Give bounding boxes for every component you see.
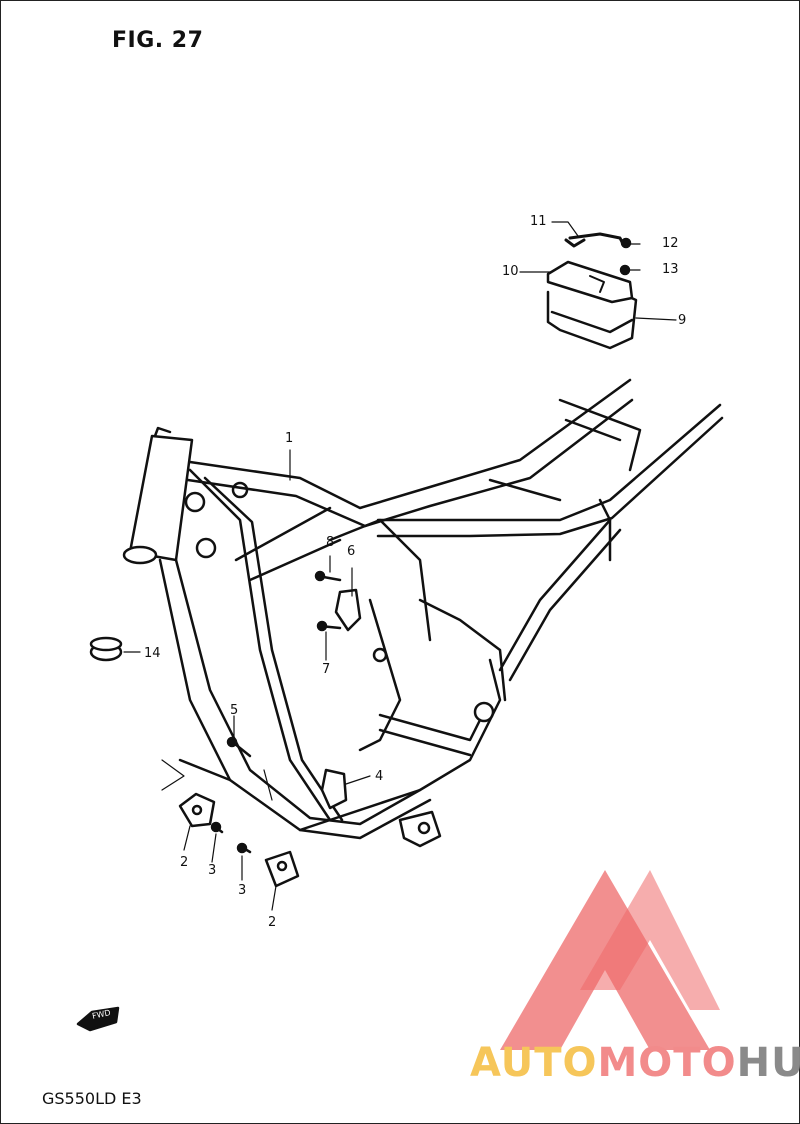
- loose-parts: [89, 570, 362, 888]
- callout-3-left: 3: [208, 863, 217, 878]
- fwd-arrow-icon: [76, 1006, 120, 1032]
- battery-case-inner: [550, 310, 634, 334]
- callout-7: 7: [322, 662, 331, 677]
- callout-2-right: 2: [268, 915, 277, 930]
- callout-1: 1: [285, 431, 294, 446]
- main-frame: [122, 378, 724, 848]
- battery-case: [546, 290, 638, 350]
- callout-10: 10: [502, 264, 519, 279]
- bracket-4: [320, 768, 348, 810]
- callout-5: 5: [230, 703, 239, 718]
- callout-2-left: 2: [180, 855, 189, 870]
- battery-cover: [546, 260, 634, 304]
- battery-holder-assembly: [546, 232, 638, 350]
- watermark-hub: HUB: [736, 1040, 800, 1086]
- callout-6: 6: [347, 544, 356, 559]
- strap-bolt: [620, 237, 632, 249]
- callout-4: 4: [375, 769, 384, 784]
- watermark-auto: AUTO: [470, 1040, 598, 1086]
- figure-title: FIG. 27: [112, 28, 204, 53]
- model-code: GS550LD E3: [42, 1089, 142, 1108]
- callout-14: 14: [144, 646, 161, 661]
- plate-2-left: [178, 792, 216, 828]
- callout-3-right: 3: [238, 883, 247, 898]
- watermark-moto: MOTO: [597, 1040, 737, 1086]
- callout-8: 8: [326, 535, 335, 550]
- watermark-wordmark: AUTOMOTOHUB: [470, 1040, 800, 1086]
- steering-head: [128, 434, 194, 562]
- washer: [619, 264, 631, 276]
- callout-12: 12: [662, 236, 679, 251]
- bracket-6: [334, 588, 362, 632]
- callout-9: 9: [678, 313, 687, 328]
- callout-13: 13: [662, 262, 679, 277]
- callout-11: 11: [530, 214, 547, 229]
- automotohub-logo-icon: [500, 870, 720, 1050]
- leader-lines: [123, 221, 677, 911]
